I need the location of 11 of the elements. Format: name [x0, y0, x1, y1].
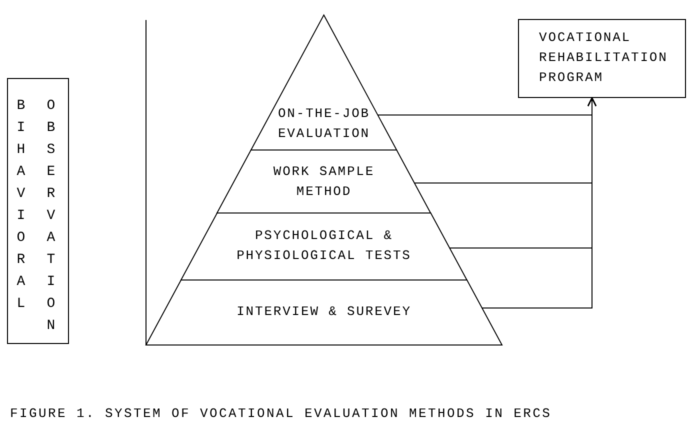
tier-label: PSYCHOLOGICAL & PHYSIOLOGICAL TESTS: [236, 227, 412, 265]
program-box: [518, 19, 686, 98]
connector-arrow: [482, 97, 597, 308]
tier-label: ON-THE-JOB EVALUATION: [276, 105, 371, 143]
figure-caption: FIGURE 1. SYSTEM OF VOCATIONAL EVALUATION METHODS IN ERCS: [10, 405, 552, 423]
box-label: VOCATIONAL REHABILITATION PROGRAM: [539, 29, 669, 87]
vertical-label: OBSERVATION: [46, 97, 56, 336]
side-panel-box: [7, 78, 69, 344]
tier-label: INTERVIEW & SUREVEY: [236, 303, 412, 321]
vertical-label: BIHAVIORAL: [16, 97, 26, 314]
tier-label: WORK SAMPLE METHOD: [272, 163, 376, 201]
